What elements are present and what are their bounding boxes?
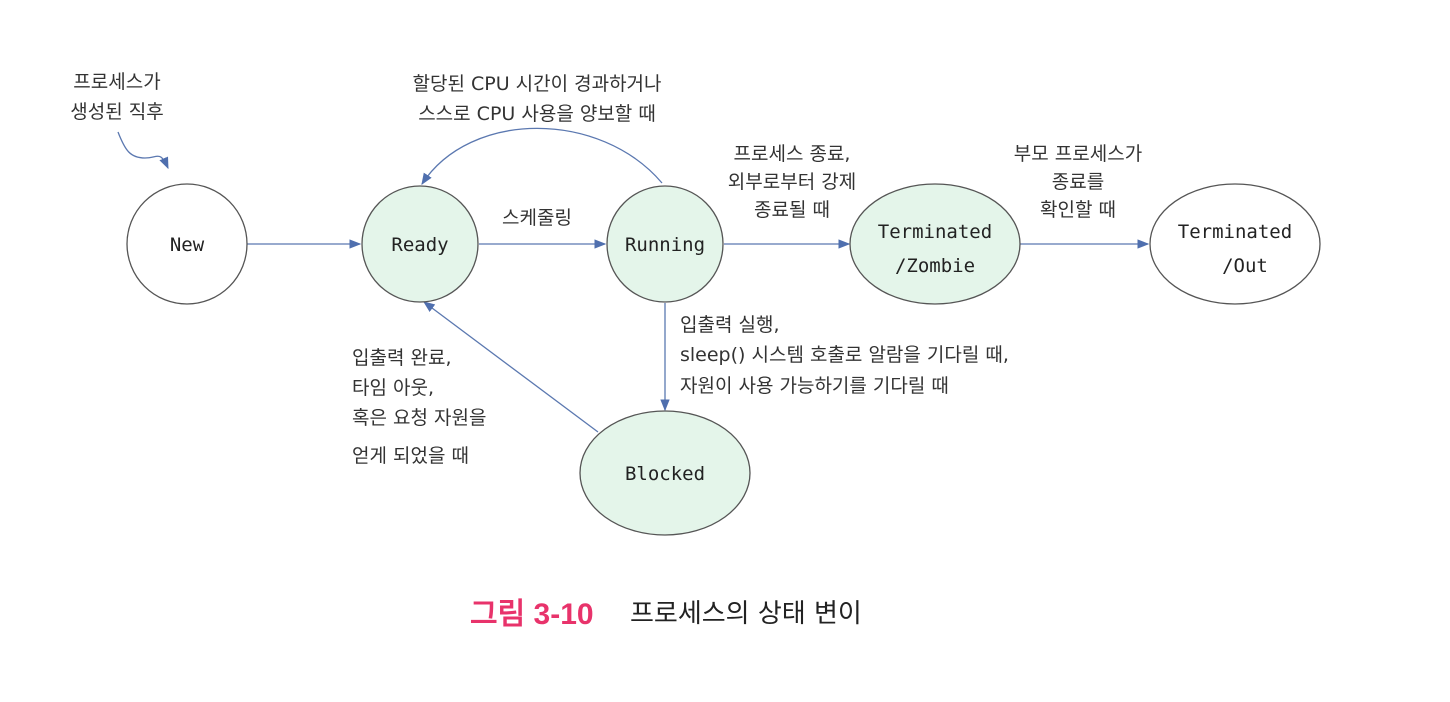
label-timeout: 할당된 CPU 시간이 경과하거나 스스로 CPU 사용을 양보할 때 (412, 73, 661, 125)
arrow-running-to-ready (421, 127, 663, 185)
state-running-label: Running (625, 234, 705, 256)
label-parent-2: 종료를 (1052, 171, 1104, 193)
label-io-done: 입출력 완료, 타임 아웃, 혹은 요청 자원을 얻게 되었을 때 (352, 347, 486, 467)
caption-title: 프로세스의 상태 변이 (630, 599, 862, 629)
label-io-done-3: 혹은 요청 자원을 (352, 407, 486, 429)
label-io-done-4: 얻게 되었을 때 (352, 445, 469, 467)
arrow-created-to-new (117, 131, 169, 170)
label-terminate-1: 프로세스 종료, (734, 143, 851, 165)
state-new-label: New (170, 234, 205, 256)
state-blocked: Blocked (579, 410, 751, 536)
state-blocked-label: Blocked (625, 463, 705, 485)
label-terminate: 프로세스 종료, 외부로부터 강제 종료될 때 (728, 143, 856, 221)
label-io-wait-1: 입출력 실행, (680, 314, 779, 336)
label-io-done-2: 타임 아웃, (352, 377, 434, 399)
label-parent-1: 부모 프로세스가 (1014, 143, 1142, 165)
state-zombie-label-1: Terminated (878, 221, 992, 243)
state-ready-label: Ready (391, 234, 448, 256)
label-terminate-3: 종료될 때 (754, 199, 830, 221)
arrow-blocked-to-ready (423, 301, 599, 433)
state-out-label-2: /Out (1222, 255, 1268, 277)
label-created-2: 생성된 직후 (70, 101, 163, 123)
label-io-wait-3: 자원이 사용 가능하기를 기다릴 때 (680, 375, 949, 397)
label-timeout-2: 스스로 CPU 사용을 양보할 때 (418, 103, 656, 125)
state-terminated-out: Terminated /Out (1149, 183, 1321, 305)
state-ready: Ready (361, 185, 479, 303)
label-parent-3: 확인할 때 (1040, 199, 1116, 221)
label-io-wait: 입출력 실행, sleep() 시스템 호출로 알람을 기다릴 때, 자원이 사… (680, 314, 1009, 397)
label-parent: 부모 프로세스가 종료를 확인할 때 (1014, 143, 1142, 221)
state-terminated-zombie: Terminated /Zombie (849, 183, 1021, 305)
label-terminate-2: 외부로부터 강제 (728, 171, 856, 193)
caption-number: 그림 3-10 (470, 598, 594, 631)
label-io-done-1: 입출력 완료, (352, 347, 451, 369)
state-zombie-label-2: /Zombie (895, 255, 975, 277)
state-out-label-1: Terminated (1178, 221, 1292, 243)
figure-caption: 그림 3-10 프로세스의 상태 변이 (470, 598, 862, 631)
label-created-1: 프로세스가 (73, 71, 160, 93)
label-timeout-1: 할당된 CPU 시간이 경과하거나 (412, 73, 661, 95)
label-scheduling: 스케줄링 (502, 207, 572, 229)
state-running: Running (606, 185, 724, 303)
state-new: New (126, 183, 248, 305)
label-created: 프로세스가 생성된 직후 (70, 71, 163, 123)
label-io-wait-2: sleep() 시스템 호출로 알람을 기다릴 때, (680, 344, 1009, 366)
